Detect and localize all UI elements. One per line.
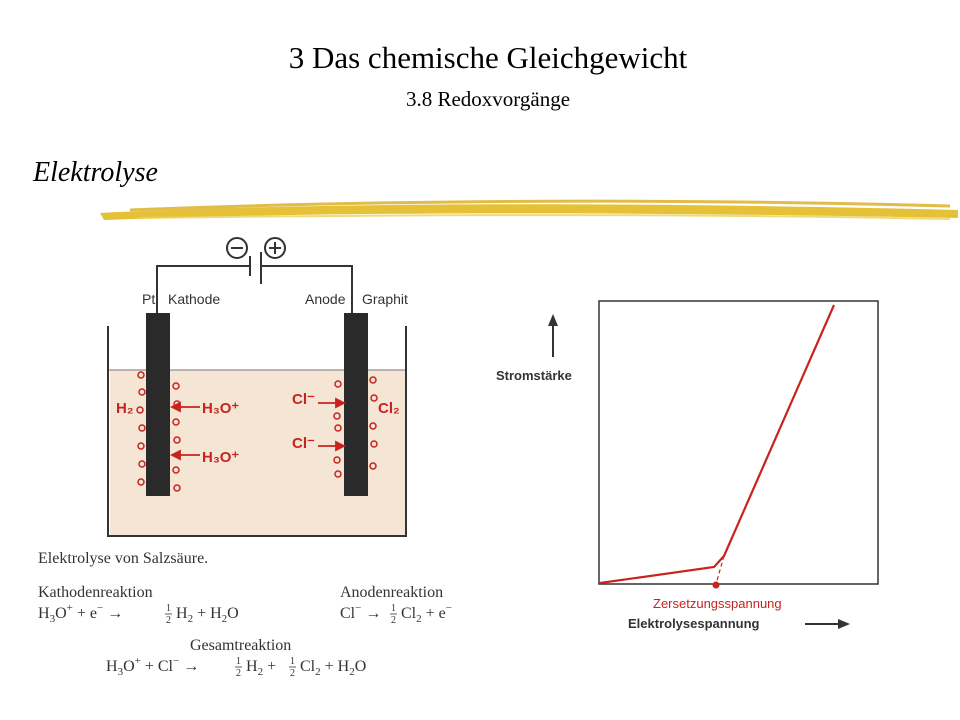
svg-text:1: 1 (290, 656, 295, 667)
left-electrode-label: Kathode (168, 291, 220, 307)
svg-text:1: 1 (391, 603, 396, 614)
cl2-label: Cl₂ (378, 400, 400, 417)
svg-text:1: 1 (236, 656, 241, 667)
svg-text:H2 +: H2 + (246, 658, 276, 678)
reaction-equations: Elektrolyse von Salzsäure. Kathodenreakt… (38, 550, 452, 679)
cathode-bubbles (136, 371, 181, 492)
svg-text:H2 + H2O: H2 + H2O (176, 605, 239, 625)
svg-text:2: 2 (391, 615, 396, 626)
ion-arrows-anode (318, 397, 347, 452)
svg-text:H3O+ + e− →: H3O+ + e− → (38, 602, 123, 625)
overall-reaction-title: Gesamtreaktion (190, 637, 291, 654)
highlighter-stroke (100, 199, 958, 220)
overall-equation: H3O+ + Cl− → 12 H2 + 12 Cl2 + H2O (106, 655, 366, 679)
left-material-label: Pt (142, 291, 155, 307)
slide-title: 3 Das chemische Gleichgewicht (288, 40, 688, 75)
svg-text:2: 2 (290, 668, 295, 679)
decomposition-voltage-label: Zersetzungsspannung (653, 596, 782, 611)
anode-reaction-title: Anodenreaktion (340, 584, 443, 601)
ion-arrows-cathode (169, 401, 200, 461)
cathode-electrode (146, 313, 170, 496)
minus-terminal-icon (226, 237, 248, 259)
figure-caption: Elektrolyse von Salzsäure. (38, 550, 208, 567)
current-curve (599, 304, 836, 585)
svg-text:2: 2 (236, 668, 241, 679)
x-axis-label: Elektrolysespannung (628, 616, 760, 631)
extrapolation-line (715, 555, 725, 585)
svg-text:H3O+ + Cl− →: H3O+ + Cl− → (106, 655, 199, 678)
cl-ion-label-1: Cl⁻ (292, 391, 315, 408)
cathode-equation: H3O+ + e− → 12 H2 + H2O (38, 602, 239, 626)
h2-label: H₂ (116, 400, 134, 417)
current-voltage-graph: Stromstärke Zersetzungsspannung Elektrol… (496, 300, 879, 631)
section-heading: Elektrolyse (33, 157, 158, 188)
svg-text:Cl− →: Cl− → (340, 602, 381, 622)
anode-equation: Cl− → 12 Cl2 + e− (340, 602, 452, 626)
y-axis-label: Stromstärke (496, 368, 572, 383)
plus-terminal-icon (264, 237, 286, 259)
h3o-label-2: H₃O⁺ (202, 449, 239, 466)
cl-ion-label-2: Cl⁻ (292, 435, 315, 452)
svg-text:2: 2 (166, 615, 171, 626)
svg-text:1: 1 (166, 603, 171, 614)
anode-electrode (344, 313, 368, 496)
graph-frame (598, 300, 879, 585)
right-electrode-label: Anode (305, 291, 346, 307)
electrolysis-cell: Pt Kathode Anode Graphit (107, 237, 408, 537)
decomposition-point (712, 581, 720, 589)
h3o-label-1: H₃O⁺ (202, 400, 239, 417)
beaker (107, 326, 407, 537)
y-axis-arrow-icon (548, 314, 558, 357)
svg-text:Cl2 + H2O: Cl2 + H2O (300, 658, 366, 678)
slide-subtitle: 3.8 Redoxvorgänge (405, 87, 571, 111)
cathode-reaction-title: Kathodenreaktion (38, 584, 153, 601)
x-axis-arrow-icon (805, 619, 850, 629)
anode-bubbles (333, 376, 378, 478)
right-material-label: Graphit (362, 291, 408, 307)
svg-text:Cl2 + e−: Cl2 + e− (401, 602, 452, 625)
